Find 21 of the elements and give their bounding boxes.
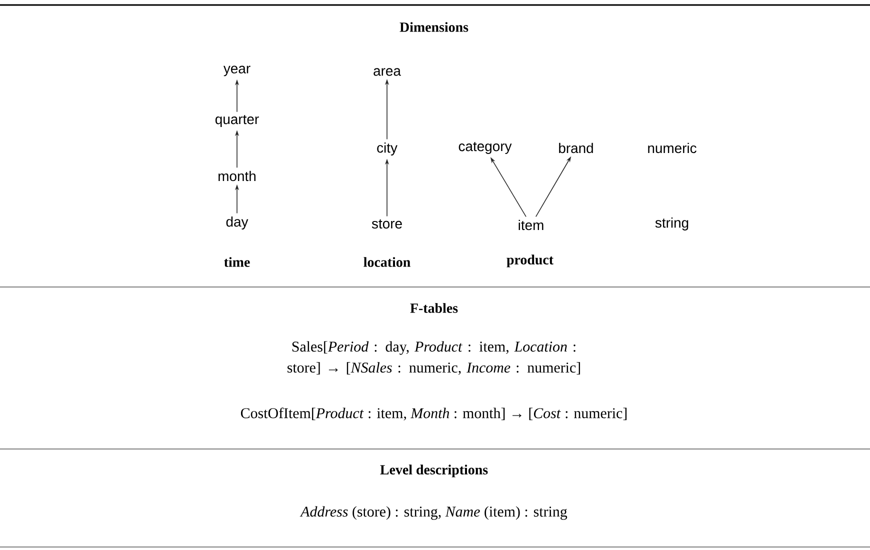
level-label: area (374, 68, 401, 76)
level-label: city (377, 142, 398, 156)
level-label: brand (559, 142, 593, 154)
schema-text: Sales[Period : day, Product : item, Location : store] → [NSales : numeric, Income : numeric] (288, 341, 580, 375)
dimension-name: time (224, 257, 250, 267)
level-label: quarter (216, 115, 259, 127)
schema-text: Address (store) : string, Name (item) : string (300, 506, 568, 520)
level-label: numeric (648, 142, 696, 154)
section-heading: Level descriptions (380, 464, 488, 478)
dimension-name: product (506, 254, 554, 268)
schema-text: CostOfItem[Product : item, Month : month] → [Cost : numeric] (240, 408, 627, 420)
section-heading: Dimensions (400, 22, 468, 32)
level-label: month (218, 170, 256, 182)
dimension-name: location (364, 257, 410, 267)
level-label: year (223, 66, 250, 76)
level-label: store (372, 219, 402, 229)
level-label: category (458, 142, 512, 154)
section-heading: F-tables (410, 303, 458, 313)
level-label: item (518, 220, 544, 230)
level-label: string (655, 217, 688, 230)
level-label: day (226, 216, 248, 230)
